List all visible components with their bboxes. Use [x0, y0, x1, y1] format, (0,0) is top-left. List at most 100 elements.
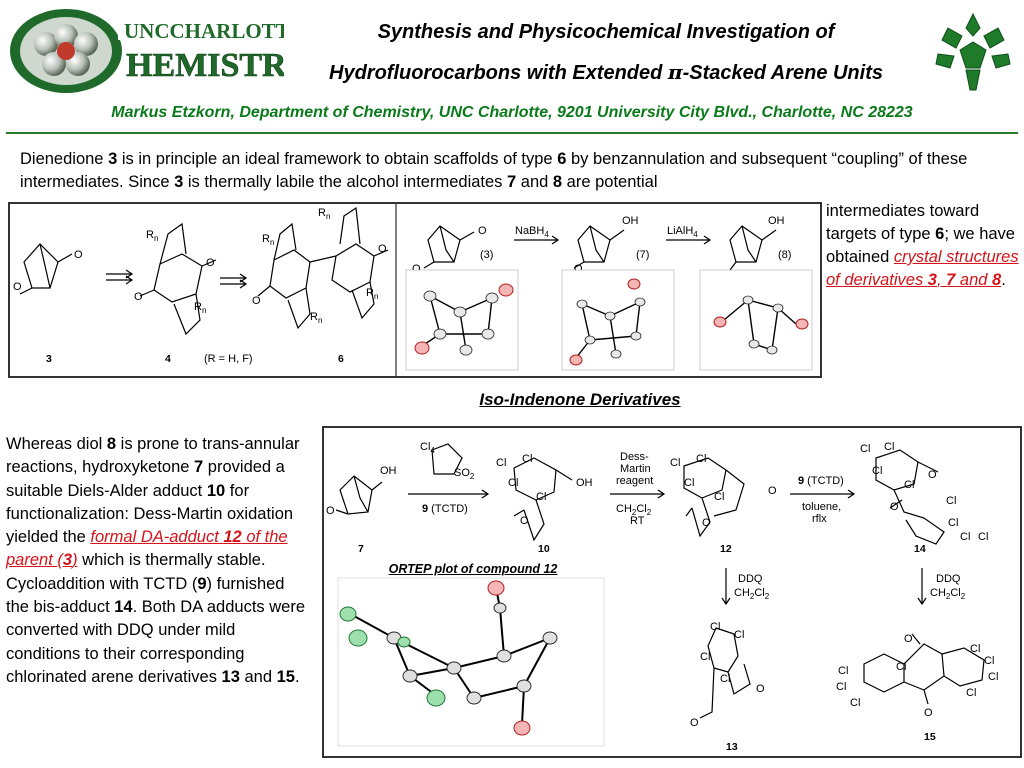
atom-cl-15h: Cl: [966, 687, 976, 699]
link-cmpd-3: 3: [927, 271, 937, 289]
ch2cl2-2b: Cl: [754, 587, 764, 599]
intro-cont-3: .: [1001, 271, 1006, 289]
rn-r: R: [366, 287, 374, 299]
reagent-dm-3: reagent: [616, 475, 653, 487]
ortep-plot-compound-12: [337, 577, 605, 747]
body2-text-5: which is thermally stable. Cycloaddition…: [6, 551, 266, 593]
atom-o-3a: O: [13, 281, 22, 293]
atom-rn-6a: Rn: [262, 233, 274, 247]
atom-o-s12b: O: [702, 517, 711, 529]
atom-rn-6b: Rn: [318, 207, 330, 221]
solvent-ch2cl2-1: CH2Cl2: [616, 503, 652, 517]
atom-cl-15a: Cl: [836, 681, 846, 693]
cmpd-ref-3: 3: [108, 150, 118, 168]
scheme-1-panel: O O O O Rn Rn O O Rn Rn Rn Rn (R = H, F)…: [8, 202, 822, 378]
cmpd-ref-3b: 3: [174, 173, 184, 191]
atom-cl-15d: Cl: [850, 697, 860, 709]
intro-cont-2: ; we have obtained: [826, 225, 1015, 266]
rn-r: R: [146, 229, 154, 241]
condition-rt: RT: [630, 515, 645, 527]
reagent-dm-1: Dess-: [620, 451, 649, 463]
condition-reflux: rflx: [812, 513, 827, 525]
cmpd-ref-7: 7: [507, 173, 517, 191]
logo-chemistry-text: HEMISTRY: [126, 47, 284, 84]
nabh4-sub: 4: [544, 230, 549, 239]
body2-text-4: for functionalization: Dess-Martin oxida…: [6, 481, 294, 547]
cl4-a: Cl: [420, 441, 430, 453]
body2-text-8: and: [239, 667, 277, 686]
label-s2-cmpd-14: 14: [914, 543, 926, 555]
atom-o-s10: O: [520, 515, 529, 527]
title-line-2-a: Hydrofluorocarbons with Extended: [329, 62, 668, 84]
atom-cl-14b: Cl: [884, 441, 894, 453]
atom-oh-r7: OH: [622, 215, 639, 227]
atom-cl-12c: Cl: [684, 477, 694, 489]
atom-cl-12b: Cl: [696, 453, 706, 465]
rn-sub: n: [202, 306, 206, 315]
intro-paragraph: Dienedione 3 is in principle an ideal fr…: [20, 148, 1000, 194]
body2-cmpd-8: 8: [106, 435, 117, 453]
ortep-thumbnail-8: [699, 269, 813, 371]
reagent-cl4: Cl4: [420, 441, 435, 455]
atom-o-s13a: O: [756, 683, 765, 695]
atom-cl-15c: Cl: [896, 661, 906, 673]
formal-da-adduct-link[interactable]: formal DA-adduct 12 of the parent (3): [6, 528, 288, 569]
pi-symbol: π: [667, 60, 683, 84]
atom-cl-14d: Cl: [904, 479, 914, 491]
body2-text-7: . Both DA adducts were converted with DD…: [6, 598, 306, 686]
atom-cl-14c: Cl: [872, 465, 882, 477]
atom-cl-10a: Cl: [496, 457, 506, 469]
label-cmpd-6: 6: [338, 353, 344, 365]
body2-text-1: Whereas diol: [6, 435, 107, 453]
reagent-nabh4: NaBH4: [515, 225, 549, 239]
intro-text-4: is thermally labile the alcohol intermed…: [183, 173, 508, 191]
scheme-2-panel: O OH Cl4 SO2 9 (TCTD) Cl Cl Cl Cl OH O D…: [322, 426, 1022, 758]
ch2cl2-3s1: 2: [946, 592, 951, 601]
rn-sub: n: [374, 292, 378, 301]
body2-text-3: provided a suitable Diels-Alder adduct: [6, 458, 285, 500]
body2-cmpd-13: 13: [221, 667, 240, 686]
cl4-sub: 4: [430, 446, 435, 455]
section-heading-iso-indenone: Iso-Indenone Derivatives: [479, 390, 681, 409]
label-s2-cmpd-7: 7: [358, 543, 364, 555]
atom-cl-15e: Cl: [970, 643, 980, 655]
atom-oh-s10: OH: [576, 477, 593, 489]
atom-cl-12d: Cl: [714, 491, 724, 503]
crystal-structures-link[interactable]: crystal structures of derivatives 3, 7 a…: [826, 248, 1019, 289]
label-s2-cmpd-12: 12: [720, 543, 732, 555]
atom-oh-r8b: OH: [768, 215, 785, 227]
solvent-toluene: toluene,: [802, 501, 841, 513]
atom-o-s14b: O: [890, 501, 899, 513]
intro-text-3: by benzannulation and subsequent “coupli…: [20, 150, 968, 191]
link2: of the parent (: [6, 528, 288, 570]
atom-o-4a: O: [134, 291, 143, 303]
title-line-2: Hydrofluorocarbons with Extended π-Stack…: [288, 52, 924, 93]
atom-cl-10b: Cl: [522, 453, 532, 465]
atom-oh-s7: OH: [380, 465, 397, 477]
ch2cl2-s1: 2: [632, 508, 637, 517]
reagent-lialh4: LiAlH4: [667, 225, 698, 239]
rn-sub: n: [270, 238, 274, 247]
solvent-ch2cl2-2: CH2Cl2: [734, 587, 770, 601]
ortep-thumbnail-3: [405, 269, 519, 371]
ch2cl2-2s2: 2: [765, 592, 770, 601]
so2-sub: 2: [470, 472, 475, 481]
atom-cl-14f: Cl: [948, 517, 958, 529]
atom-cl-10d: Cl: [536, 491, 546, 503]
paren-7: (7): [636, 249, 649, 261]
atom-o-r3b: O: [478, 225, 487, 237]
lialh4-sub: 4: [693, 230, 698, 239]
atom-cl-13c: Cl: [700, 651, 710, 663]
reagent-so2: SO2: [454, 467, 475, 481]
cmpd-ref-6: 6: [557, 150, 567, 168]
ch2cl2-3b: Cl: [950, 587, 960, 599]
body2-cmpd-9: 9: [197, 574, 207, 593]
unc-charlotte-crown-logo: [935, 12, 1011, 91]
label-s2-cmpd-13: 13: [726, 741, 738, 753]
unc-charlotte-chemistry-logo: UNCCHARLOTTE HEMISTRY: [10, 9, 284, 93]
atom-cl-14h: Cl: [978, 531, 988, 543]
atom-rn-4b: Rn: [194, 301, 206, 315]
author-affiliation: Markus Etzkorn, Department of Chemistry,…: [111, 104, 913, 121]
label-s2-cmpd-15: 15: [924, 731, 936, 743]
atom-o-4b: O: [206, 257, 215, 269]
